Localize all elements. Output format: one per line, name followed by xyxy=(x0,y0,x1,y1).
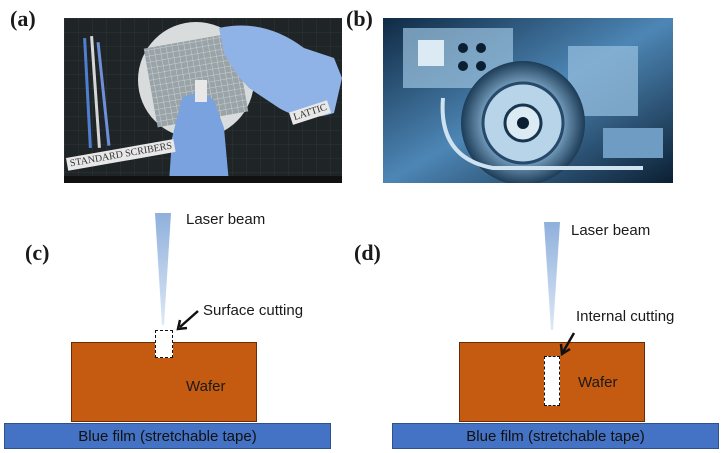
laser-beam-label-d: Laser beam xyxy=(571,222,651,239)
blue-film-c: Blue film (stretchable tape) xyxy=(4,423,331,449)
panel-label-b: (b) xyxy=(346,6,373,31)
wafer-label-d: Wafer xyxy=(578,374,618,391)
blue-film-d: Blue film (stretchable tape) xyxy=(392,423,719,449)
laser-beam-label-c: Laser beam xyxy=(186,211,266,228)
internal-cut-slot xyxy=(544,356,560,406)
panel-label-d: (d) xyxy=(354,240,381,265)
laser-beam-c xyxy=(155,213,171,325)
photo-manual-scribing: STANDARD SCRIBERS LATTIC xyxy=(64,18,342,183)
panel-label-c: (c) xyxy=(25,240,50,265)
wafer-d xyxy=(459,342,645,422)
internal-cutting-label: Internal cutting xyxy=(576,308,675,325)
surface-cut-slot xyxy=(155,330,173,358)
photo-dicing-saw xyxy=(383,18,673,183)
panel-label-a: (a) xyxy=(10,6,36,31)
arrow-surface-cutting xyxy=(176,310,199,331)
surface-cutting-label: Surface cutting xyxy=(203,302,304,319)
wafer-label-c: Wafer xyxy=(186,378,226,395)
laser-beam-d xyxy=(544,222,560,330)
